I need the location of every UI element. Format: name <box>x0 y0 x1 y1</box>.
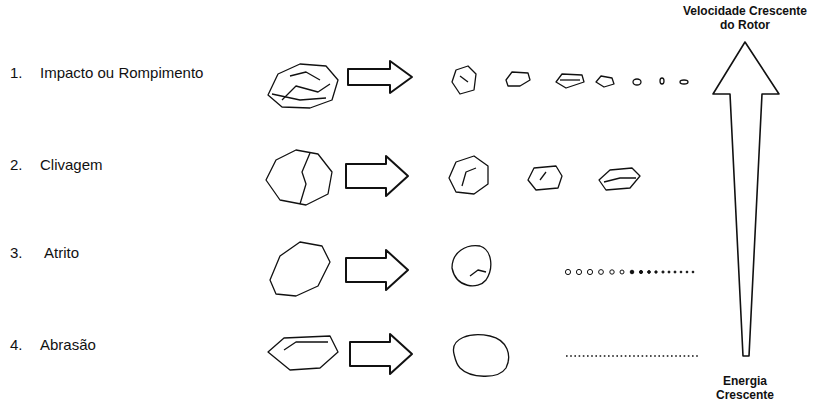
row-number: 4. <box>10 336 23 353</box>
block-arrow <box>346 250 408 290</box>
fragment <box>660 78 664 84</box>
block-arrow <box>348 61 412 93</box>
fragment <box>506 72 530 86</box>
mechanism-label: Clivagem <box>40 156 103 173</box>
fine-particles <box>565 269 693 274</box>
rock <box>268 64 338 108</box>
fragment-crack <box>470 270 486 276</box>
fragment <box>633 79 641 85</box>
energy-arrow <box>713 42 779 356</box>
fragment <box>599 168 640 190</box>
fragment-crack <box>604 178 636 182</box>
fragment-crack <box>460 76 468 82</box>
fragment-crack <box>462 168 476 186</box>
fragment-crack <box>540 172 546 180</box>
row-number: 1. <box>10 64 23 81</box>
fragment <box>680 80 688 84</box>
fragment <box>596 76 614 87</box>
row-number: 3. <box>10 244 23 261</box>
mechanism-label: Atrito <box>44 244 79 261</box>
rock-crack <box>284 342 328 350</box>
fragment <box>452 66 476 94</box>
rock-crack <box>300 153 310 204</box>
axis-label: Energia Crescente <box>708 374 782 403</box>
rock-crack <box>272 94 326 100</box>
abrasion-row <box>268 334 700 376</box>
fragment <box>452 246 491 286</box>
rock <box>270 242 330 296</box>
rock <box>266 150 332 205</box>
fine-dust <box>566 355 700 357</box>
mechanism-label: Impacto ou Rompimento <box>40 64 203 81</box>
block-arrow <box>346 156 408 196</box>
fragment <box>556 74 584 88</box>
fragment <box>453 335 508 376</box>
block-arrow <box>350 334 412 374</box>
axis-label: Velocidade Crescente do Rotor <box>677 4 813 33</box>
rock <box>268 336 338 370</box>
attrition-row <box>270 242 694 296</box>
fragment <box>449 156 488 194</box>
rock-crack <box>290 72 320 80</box>
fragment-crack <box>560 79 580 80</box>
impact-row <box>268 61 688 108</box>
mechanism-label: Abrasão <box>40 336 96 353</box>
cleavage-row <box>266 150 640 205</box>
row-number: 2. <box>10 156 23 173</box>
fragment <box>528 166 562 190</box>
